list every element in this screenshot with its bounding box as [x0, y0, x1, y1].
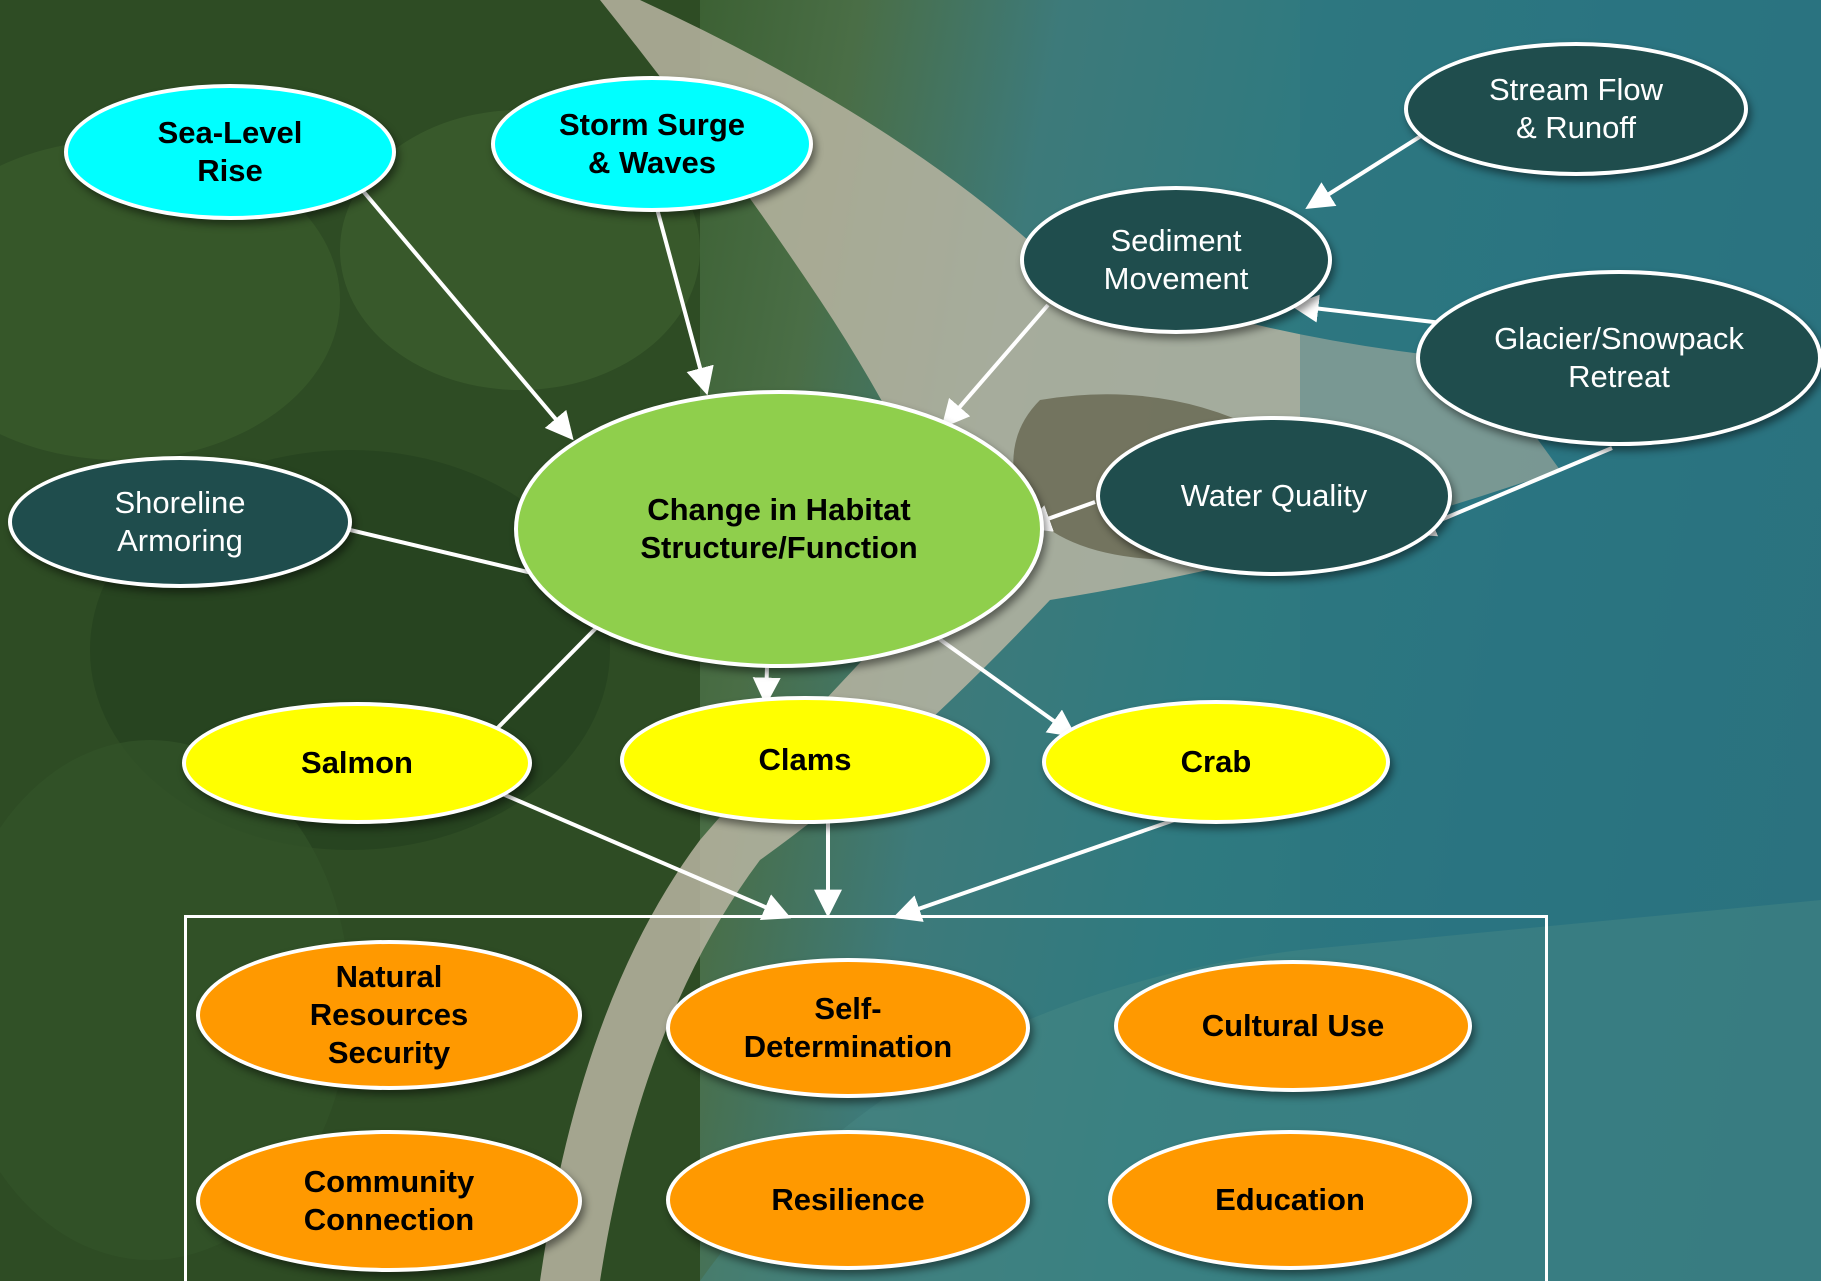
node-natural-resources-security: Natural Resources Security: [196, 940, 582, 1090]
node-storm-surge: Storm Surge & Waves: [491, 76, 813, 212]
node-education: Education: [1108, 1130, 1472, 1270]
node-clams: Clams: [620, 696, 990, 824]
node-salmon: Salmon: [182, 702, 532, 824]
node-cultural-use: Cultural Use: [1114, 960, 1472, 1092]
social-values-group: [184, 915, 1548, 1281]
arrow-crab-to-values: [892, 814, 1187, 922]
node-sediment-movement: Sediment Movement: [1020, 186, 1332, 334]
arrow-sediment-to-habitat: [941, 303, 1050, 429]
arrow-sea-level-to-habitat: [350, 176, 574, 441]
node-sea-level-rise: Sea-Level Rise: [64, 84, 396, 220]
node-water-quality: Water Quality: [1096, 416, 1452, 576]
node-community-connection: Community Connection: [196, 1130, 582, 1272]
node-crab: Crab: [1042, 700, 1390, 824]
node-self-determination: Self- Determination: [666, 958, 1030, 1098]
node-shoreline-armoring: Shoreline Armoring: [8, 456, 352, 588]
arrow-glacier-to-water-quality: [1406, 446, 1613, 537]
node-habitat-change: Change in Habitat Structure/Function: [514, 390, 1044, 668]
node-stream-flow: Stream Flow & Runoff: [1404, 42, 1748, 176]
arrow-storm-surge-to-habitat: [654, 204, 714, 396]
node-glacier-snowpack: Glacier/Snowpack Retreat: [1416, 270, 1821, 446]
arrow-salmon-to-values: [483, 784, 792, 921]
node-resilience: Resilience: [666, 1130, 1030, 1270]
